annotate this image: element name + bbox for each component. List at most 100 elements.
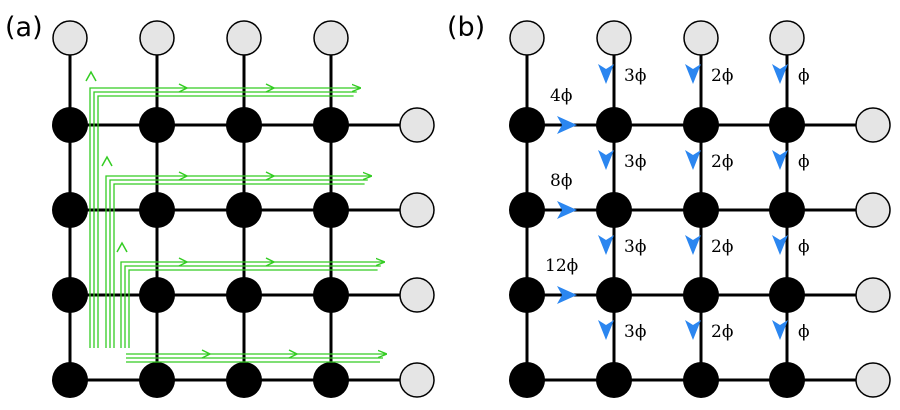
green-path-line: [124, 265, 381, 348]
panel-a-site-node: [226, 192, 262, 228]
panel-a-right-boundary-node: [399, 192, 435, 228]
panel-b-site-node: [683, 192, 719, 228]
vertical-flux-label: ϕ: [798, 322, 810, 342]
green-path-arrowhead: [265, 257, 276, 267]
green-path-line: [97, 95, 354, 348]
vertical-flux-label: 2ϕ: [711, 66, 733, 86]
green-path-line: [113, 183, 365, 348]
panel-b-right-boundary-node: [855, 362, 891, 398]
panel-b-right-boundary-node: [855, 107, 891, 143]
horizontal-flux-label: 12ϕ: [545, 256, 578, 276]
panel-a-site-node: [226, 277, 262, 313]
panel-a-site-node: [313, 107, 349, 143]
flux-arrow-down: [772, 64, 788, 84]
vertical-flux-label: 3ϕ: [624, 152, 646, 172]
panel-b-site-node: [769, 107, 805, 143]
panel-label-a: (a): [5, 12, 43, 43]
flux-arrows: 4ϕ 8ϕ 12ϕ 3ϕ 2ϕ ϕ 3ϕ 2ϕ ϕ 3ϕ 2ϕ ϕ 3ϕ 2ϕ ϕ: [545, 64, 810, 342]
panel-b-site-node: [509, 107, 545, 143]
panel-b-site-node: [683, 107, 719, 143]
green-path-arrowhead: [101, 155, 113, 167]
panel-a-top-boundary-node: [139, 20, 175, 56]
panel-a-top-boundary-node: [226, 20, 262, 56]
panel-a-site-node: [52, 192, 88, 228]
flux-arrow-down: [598, 320, 614, 340]
panel-a-lattice: [52, 20, 435, 398]
flux-arrow-down: [685, 150, 701, 170]
green-path-line: [109, 179, 368, 348]
flux-arrow-down: [685, 64, 701, 84]
flux-arrow-right: [557, 201, 577, 219]
vertical-flux-label: ϕ: [798, 152, 810, 172]
panel-b-site-node: [769, 277, 805, 313]
panel-b-site-node: [596, 192, 632, 228]
panel-b-site-node: [769, 362, 805, 398]
panel-b-site-node: [509, 362, 545, 398]
panel-a-site-node: [52, 107, 88, 143]
panel-a-site-node: [313, 192, 349, 228]
flux-arrow-down: [772, 320, 788, 340]
panel-a-site-node: [52, 362, 88, 398]
panel-a-site-node: [226, 107, 262, 143]
flux-arrow-down: [598, 235, 614, 255]
flux-arrow-down: [598, 150, 614, 170]
panel-b-site-node: [509, 192, 545, 228]
vertical-flux-label: 2ϕ: [711, 322, 733, 342]
panel-a-top-boundary-node: [52, 20, 88, 56]
panel-b-lattice: [509, 20, 891, 398]
vertical-flux-label: 3ϕ: [624, 237, 646, 257]
panel-b-site-node: [769, 192, 805, 228]
flux-arrow-right: [557, 116, 577, 134]
panel-b-top-boundary-node: [596, 20, 632, 56]
panel-a-site-node: [313, 362, 349, 398]
green-path-arrowhead: [265, 171, 276, 181]
flux-arrow-down: [772, 235, 788, 255]
panel-b-top-boundary-node: [683, 20, 719, 56]
panel-a-site-node: [139, 277, 175, 313]
horizontal-flux-label: 4ϕ: [550, 86, 572, 106]
panel-a-site-node: [313, 277, 349, 313]
panel-b-top-boundary-node: [769, 20, 805, 56]
panel-a-right-boundary-node: [399, 277, 435, 313]
vertical-flux-label: 3ϕ: [624, 322, 646, 342]
flux-arrow-down: [685, 320, 701, 340]
green-path-line: [120, 262, 384, 348]
green-path-arrowhead: [178, 257, 189, 267]
flux-arrow-down: [772, 150, 788, 170]
green-path-arrowhead: [265, 83, 276, 93]
panel-b-site-node: [509, 277, 545, 313]
flux-arrow-right: [557, 286, 577, 304]
panel-a-site-node: [139, 107, 175, 143]
panel-b-top-boundary-node: [509, 20, 545, 56]
green-path-arrowhead: [288, 349, 299, 359]
panel-a-right-boundary-node: [399, 362, 435, 398]
panel-b-site-node: [596, 362, 632, 398]
vertical-flux-label: 2ϕ: [711, 152, 733, 172]
green-path-arrowhead: [85, 70, 97, 82]
panel-b-right-boundary-node: [855, 277, 891, 313]
green-path-arrowhead: [178, 83, 189, 93]
panel-a-right-boundary-node: [399, 107, 435, 143]
green-path-arrowhead: [178, 171, 189, 181]
panel-a-site-node: [226, 362, 262, 398]
panel-a-top-boundary-node: [313, 20, 349, 56]
green-path-line: [105, 176, 371, 348]
panel-a-site-node: [139, 192, 175, 228]
vertical-flux-label: 2ϕ: [711, 237, 733, 257]
green-path-line: [93, 91, 357, 348]
panel-b-site-node: [683, 362, 719, 398]
green-path-bundles: [85, 70, 386, 363]
vertical-flux-label: ϕ: [798, 237, 810, 257]
panel-b-site-node: [596, 107, 632, 143]
panel-b-site-node: [683, 277, 719, 313]
horizontal-flux-label: 8ϕ: [550, 171, 572, 191]
flux-arrow-down: [598, 64, 614, 84]
vertical-flux-label: ϕ: [798, 66, 810, 86]
panel-a-site-node: [139, 362, 175, 398]
vertical-flux-label: 3ϕ: [624, 66, 646, 86]
panel-a-site-node: [52, 277, 88, 313]
panel-b-site-node: [596, 277, 632, 313]
panel-b-right-boundary-node: [855, 192, 891, 228]
flux-arrow-down: [685, 235, 701, 255]
